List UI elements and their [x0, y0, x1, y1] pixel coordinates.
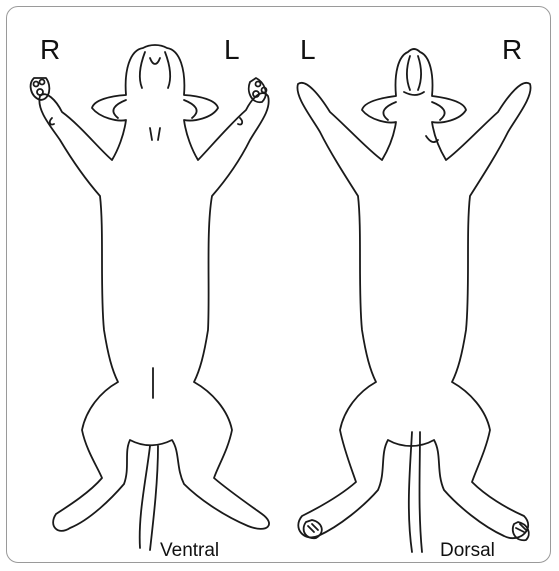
dorsal-right-side-label: R [502, 36, 522, 64]
dorsal-left-side-label: L [300, 36, 316, 64]
dorsal-view-label: Dorsal [440, 541, 495, 560]
ventral-left-side-label: L [224, 36, 240, 64]
ventral-view-label: Ventral [160, 541, 219, 560]
ventral-right-side-label: R [40, 36, 60, 64]
dorsal-body-outline [297, 49, 530, 552]
ventral-body-outline [31, 45, 269, 550]
